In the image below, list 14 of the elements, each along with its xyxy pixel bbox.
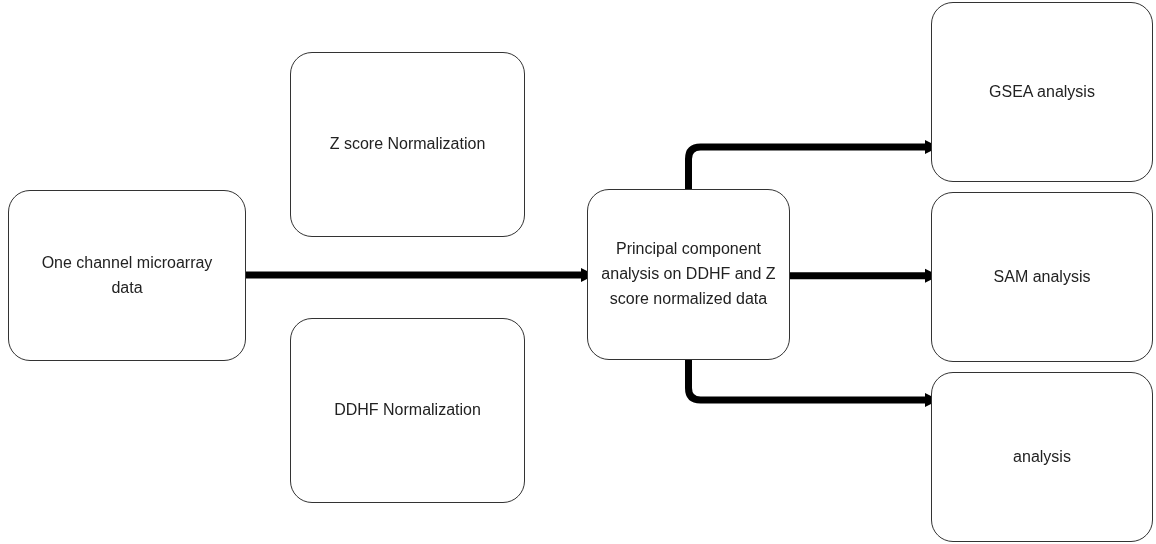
process-box [8, 190, 246, 361]
box-label: Principal component analysis on DDHF and Z score normalized data [600, 239, 777, 309]
process-box [931, 192, 1153, 362]
box-label: analysis [1013, 446, 1071, 467]
process-box [931, 2, 1153, 182]
process-box [587, 189, 790, 360]
process-box [290, 52, 525, 237]
process-box [931, 372, 1153, 542]
box-label: Z score Normalization [329, 134, 486, 155]
process-box [290, 318, 525, 503]
box-label: DDHF Normalization [334, 400, 481, 421]
box-label: SAM analysis [993, 266, 1091, 287]
box-label: One channel microarray data [40, 252, 214, 298]
box-label: GSEA analysis [989, 81, 1095, 102]
